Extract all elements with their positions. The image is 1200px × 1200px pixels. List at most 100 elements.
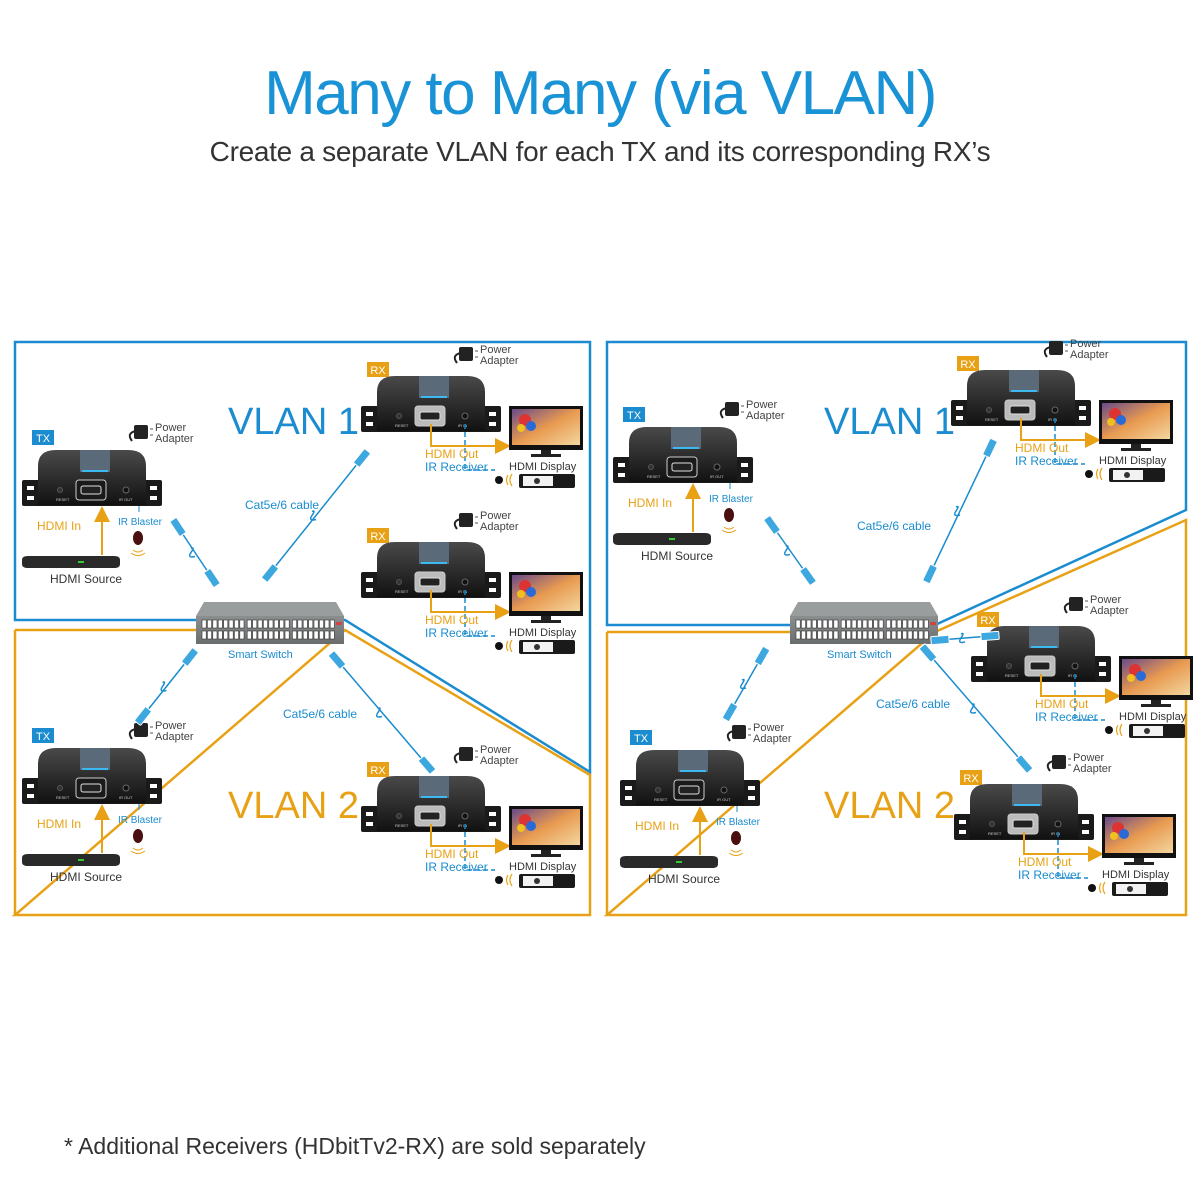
hdmi-out-arrow — [430, 824, 511, 854]
device-label-strip — [419, 542, 449, 564]
rx-badge — [957, 356, 979, 371]
power-adapter-label: Adapter — [480, 521, 519, 533]
ir-blaster-icon — [133, 829, 143, 843]
reset-button — [1006, 663, 1012, 669]
reset-button — [396, 413, 402, 419]
rj45-connector-icon — [203, 568, 221, 588]
power-adapter-label: Adapter — [480, 755, 519, 767]
ir-signal-icon — [130, 847, 146, 854]
power-adapter — [128, 425, 153, 442]
hdmi-in-label: HDMI In — [635, 819, 679, 833]
power-adapter-label: Power — [155, 422, 187, 434]
rx-badge — [977, 612, 999, 627]
hdmi-display-label: HDMI Display — [1099, 455, 1167, 467]
device-label-strip — [1012, 784, 1042, 806]
power-adapter-icon — [1049, 341, 1063, 355]
device-body — [38, 450, 146, 505]
ir-signal-icon — [721, 526, 737, 533]
reset-button — [57, 785, 63, 791]
remote-control-icon — [519, 874, 575, 888]
reset-button — [648, 464, 654, 470]
vlan2-boundary — [603, 518, 1188, 917]
ir-signal-icon — [505, 873, 513, 887]
cable-break-icon — [953, 505, 961, 517]
ir-port — [1054, 820, 1062, 828]
cable-break-icon — [739, 678, 747, 690]
ir-port-label: IR IN — [458, 589, 467, 594]
power-adapter-icon — [732, 725, 746, 739]
rj45-connector-icon — [922, 563, 938, 585]
reset-label: RESET — [1005, 673, 1019, 678]
hdmi-display-label: HDMI Display — [1102, 869, 1170, 881]
reset-button — [655, 787, 661, 793]
ethernet-cable — [169, 517, 221, 588]
hdmi-display-label: HDMI Display — [1119, 711, 1187, 723]
remote-control-icon — [519, 640, 575, 654]
vlan2-boundary — [11, 628, 592, 917]
power-adapter — [726, 725, 751, 742]
badge-label: RX — [370, 365, 386, 377]
ir-port — [461, 412, 469, 420]
power-adapter-icon — [1069, 597, 1083, 611]
ir-port — [720, 786, 728, 794]
rj45-connector-icon — [261, 563, 279, 583]
device-body — [377, 376, 485, 431]
badge-label: TX — [36, 731, 51, 743]
hdmi-out-arrow — [1023, 832, 1104, 862]
badge-label: TX — [627, 410, 642, 422]
power-adapter-label: Power — [746, 399, 778, 411]
power-adapter-label: Power — [155, 720, 187, 732]
ir-blaster-icon — [731, 831, 741, 845]
ir-port — [1051, 406, 1059, 414]
vlan2-label: VLAN 2 — [824, 785, 955, 827]
reset-label: RESET — [988, 831, 1002, 836]
reset-label: RESET — [395, 589, 409, 594]
power-adapter-label: Adapter — [1073, 763, 1112, 775]
tx-badge — [623, 407, 645, 422]
power-adapter-label: Power — [1090, 594, 1122, 606]
hdmi-source-icon — [620, 856, 718, 868]
hdmi-display-label: HDMI Display — [509, 627, 577, 639]
rj45-connector-icon — [982, 437, 998, 459]
hdmi-out-label: HDMI Out — [1018, 855, 1072, 869]
ir-port — [122, 486, 130, 494]
ir-blaster-label: IR Blaster — [709, 494, 754, 505]
ir-blaster-label: IR Blaster — [118, 517, 163, 528]
remote-control-icon — [519, 474, 575, 488]
power-adapter-label: Adapter — [1070, 349, 1109, 361]
rj45-connector-icon — [980, 630, 1000, 642]
status-led — [421, 396, 447, 398]
hdmi-display-icon — [509, 806, 583, 857]
hdmi-display-icon — [1099, 400, 1173, 451]
device-label-strip — [1009, 370, 1039, 392]
reset-label: RESET — [985, 417, 999, 422]
tx-badge — [630, 730, 652, 745]
cable-label: Cat5e/6 cable — [283, 707, 357, 721]
hdmi-out-label: HDMI Out — [425, 447, 479, 461]
ir-port — [1071, 662, 1079, 670]
ir-signal-icon — [1095, 467, 1103, 481]
power-adapter-label: Adapter — [753, 733, 792, 745]
cable-break-icon — [958, 632, 966, 644]
rx-badge — [367, 762, 389, 777]
reset-label: RESET — [647, 474, 661, 479]
rj45-connector-icon — [328, 650, 346, 670]
device-body — [636, 750, 744, 805]
rj45-connector-icon — [353, 448, 371, 468]
power-adapter-icon — [459, 513, 473, 527]
hdmi-source-label: HDMI Source — [50, 572, 122, 586]
reset-button — [396, 813, 402, 819]
tx-badge — [32, 430, 54, 445]
device-label-strip — [1029, 626, 1059, 648]
ir-signal-icon — [505, 639, 513, 653]
ethernet-cable — [328, 650, 436, 775]
status-led — [673, 447, 699, 449]
power-adapter-label: Adapter — [746, 410, 785, 422]
ir-signal-icon — [1115, 723, 1123, 737]
rj45-connector-icon — [763, 515, 781, 535]
